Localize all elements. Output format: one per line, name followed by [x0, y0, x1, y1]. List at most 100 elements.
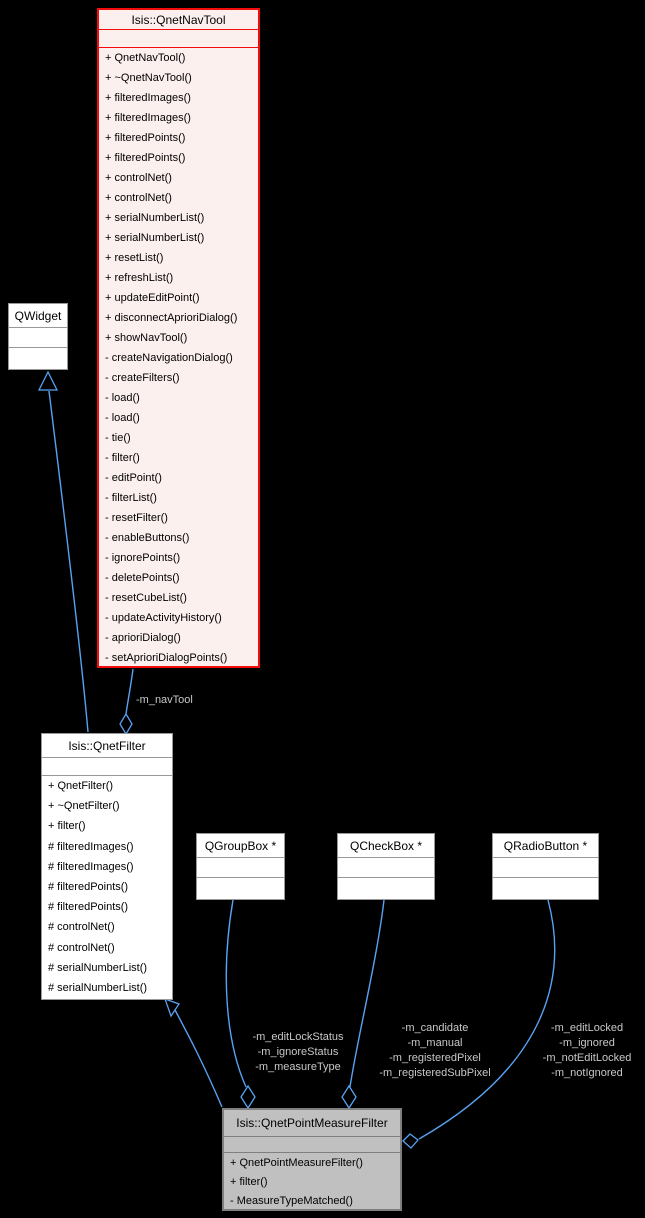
- class-attributes-empty: [197, 858, 284, 878]
- class-box-isis-qnetnavtool[interactable]: Isis::QnetNavTool + QnetNavTool()+ ~Qnet…: [97, 8, 260, 668]
- class-box-isis-qnetpointmeasurefilter[interactable]: Isis::QnetPointMeasureFilter + QnetPoint…: [222, 1108, 402, 1211]
- class-member: + filter(): [230, 1175, 268, 1188]
- class-attributes-empty: [493, 858, 598, 878]
- class-attributes-empty: [99, 30, 258, 48]
- class-member: - filter(): [105, 452, 140, 464]
- aggregation-diamond-qradiobutton: [402, 1133, 419, 1149]
- class-member: + filteredPoints(): [105, 152, 186, 164]
- class-attributes-empty: [42, 758, 172, 776]
- class-member: - ignorePoints(): [105, 552, 181, 564]
- inheritance-edge-qnetpointmeasurefilter-to-qnetfilter: [174, 1009, 223, 1108]
- class-member: # controlNet(): [48, 921, 115, 934]
- class-member: + QnetFilter(): [48, 780, 114, 793]
- class-title: QRadioButton *: [493, 834, 598, 858]
- class-member: + filteredImages(): [105, 92, 191, 104]
- class-title: Isis::QnetNavTool: [99, 10, 258, 30]
- class-members: + QnetNavTool() + ~QnetNavTool() + filtere…: [99, 48, 258, 668]
- edge-label-line: -m_manual: [407, 1037, 463, 1049]
- edge-label-line: -m_editLocked: [550, 1022, 624, 1034]
- aggregation-edge-qradiobutton: [418, 899, 556, 1140]
- class-member: + updateEditPoint(): [105, 292, 200, 304]
- class-member: # serialNumberList(): [48, 961, 148, 974]
- class-box-isis-qnetfilter[interactable]: Isis::QnetFilter + QnetFilter()+ ~QnetFi…: [41, 733, 173, 1000]
- edge-label-line: -m_notEditLocked: [542, 1052, 632, 1064]
- class-member: - aprioriDialog(): [105, 632, 181, 644]
- class-box-qradiobutton[interactable]: QRadioButton *: [492, 833, 599, 900]
- class-member: - setAprioriDialogPoints(): [105, 652, 228, 664]
- class-member: + showNavTool(): [105, 332, 188, 344]
- aggregation-edge-qcheckbox: [349, 899, 385, 1088]
- class-member: + QnetNavTool(): [105, 52, 186, 64]
- aggregation-diamond-m-navtool: [119, 712, 133, 736]
- class-member: - resetFilter(): [105, 512, 168, 524]
- class-operations-empty: [493, 878, 598, 900]
- class-member: + filter(): [48, 820, 86, 833]
- class-member: # filteredImages(): [48, 840, 134, 853]
- class-member: # serialNumberList(): [48, 981, 148, 994]
- class-title: Isis::QnetPointMeasureFilter: [224, 1110, 400, 1137]
- class-member: + filteredImages(): [105, 112, 191, 124]
- class-title: QWidget: [9, 304, 67, 328]
- class-member: - createFilters(): [105, 372, 180, 384]
- edge-label-m-navtool: -m_navTool: [136, 694, 193, 706]
- class-attributes-empty: [9, 328, 67, 348]
- edge-label-line: -m_notIgnored: [551, 1067, 623, 1079]
- aggregation-edge-qgroupbox: [225, 899, 247, 1088]
- class-member: + refreshList(): [105, 272, 174, 284]
- class-member: + disconnectAprioriDialog(): [105, 312, 238, 324]
- class-operations-empty: [9, 348, 67, 370]
- class-title: QCheckBox *: [338, 834, 434, 858]
- edge-label-group-qgroupbox: -m_editLockStatus-m_ignoreStatus-m_measu…: [240, 1030, 356, 1075]
- class-operations-empty: [197, 878, 284, 900]
- class-box-qcheckbox[interactable]: QCheckBox *: [337, 833, 435, 900]
- class-attributes-empty: [224, 1137, 400, 1153]
- aggregation-edge-m-navtool: [125, 668, 134, 715]
- class-operations-empty: [338, 878, 434, 900]
- class-member: # filteredPoints(): [48, 901, 129, 914]
- edge-label-line: -m_candidate: [401, 1022, 469, 1034]
- class-title: Isis::QnetFilter: [42, 734, 172, 758]
- inheritance-arrowhead-qnetfilter: [163, 997, 181, 1018]
- class-member: - updateActivityHistory(): [105, 612, 222, 624]
- edge-label-group-qcheckbox: -m_candidate -m_manual -m_registeredPixel -…: [368, 1021, 502, 1081]
- class-member: - tie(): [105, 432, 131, 444]
- class-member: - load(): [105, 412, 140, 424]
- edge-label-line: -m_registeredPixel: [389, 1052, 481, 1064]
- class-member: - filterList(): [105, 492, 157, 504]
- aggregation-diamond-qgroupbox: [240, 1084, 256, 1110]
- class-member: + controlNet(): [105, 172, 172, 184]
- class-members: + QnetFilter() + ~QnetFilter() + filter() #…: [42, 776, 172, 998]
- class-member: + resetList(): [105, 252, 164, 264]
- class-member: - editPoint(): [105, 472, 162, 484]
- class-member: - resetCubeList(): [105, 592, 187, 604]
- class-member: - load(): [105, 392, 140, 404]
- aggregation-diamond-qcheckbox: [341, 1084, 357, 1110]
- inheritance-arrowhead-qwidget: [37, 370, 59, 391]
- edge-label-line: -m_registeredSubPixel: [379, 1067, 491, 1079]
- class-member: + filteredPoints(): [105, 132, 186, 144]
- inheritance-edge-qnetfilter-to-qwidget: [48, 390, 89, 733]
- class-member: - createNavigationDialog(): [105, 352, 233, 364]
- class-member: - MeasureTypeMatched(): [230, 1195, 353, 1208]
- class-member: # controlNet(): [48, 941, 115, 954]
- class-member: + ~QnetFilter(): [48, 800, 120, 813]
- class-box-qgroupbox[interactable]: QGroupBox *: [196, 833, 285, 900]
- class-member: # filteredImages(): [48, 860, 134, 873]
- edge-label-line: -m_ignoreStatus: [257, 1046, 339, 1058]
- class-member: - enableButtons(): [105, 532, 190, 544]
- class-member: # filteredPoints(): [48, 881, 129, 894]
- class-members: + QnetPointMeasureFilter()+ filter()- Me…: [224, 1153, 400, 1211]
- class-member: + controlNet(): [105, 192, 172, 204]
- class-title: QGroupBox *: [197, 834, 284, 858]
- edge-label-line: -m_ignored: [559, 1037, 615, 1049]
- class-member: + serialNumberList(): [105, 212, 205, 224]
- class-attributes-empty: [338, 858, 434, 878]
- class-member: + serialNumberList(): [105, 232, 205, 244]
- class-member: + ~QnetNavTool(): [105, 72, 192, 84]
- class-member: - deletePoints(): [105, 572, 180, 584]
- edge-label-group-qradiobutton: -m_editLocked -m_ignored -m_notEditLocked -…: [530, 1021, 644, 1081]
- class-box-qwidget[interactable]: QWidget: [8, 303, 68, 370]
- edge-label-line: -m_editLockStatus: [252, 1031, 344, 1043]
